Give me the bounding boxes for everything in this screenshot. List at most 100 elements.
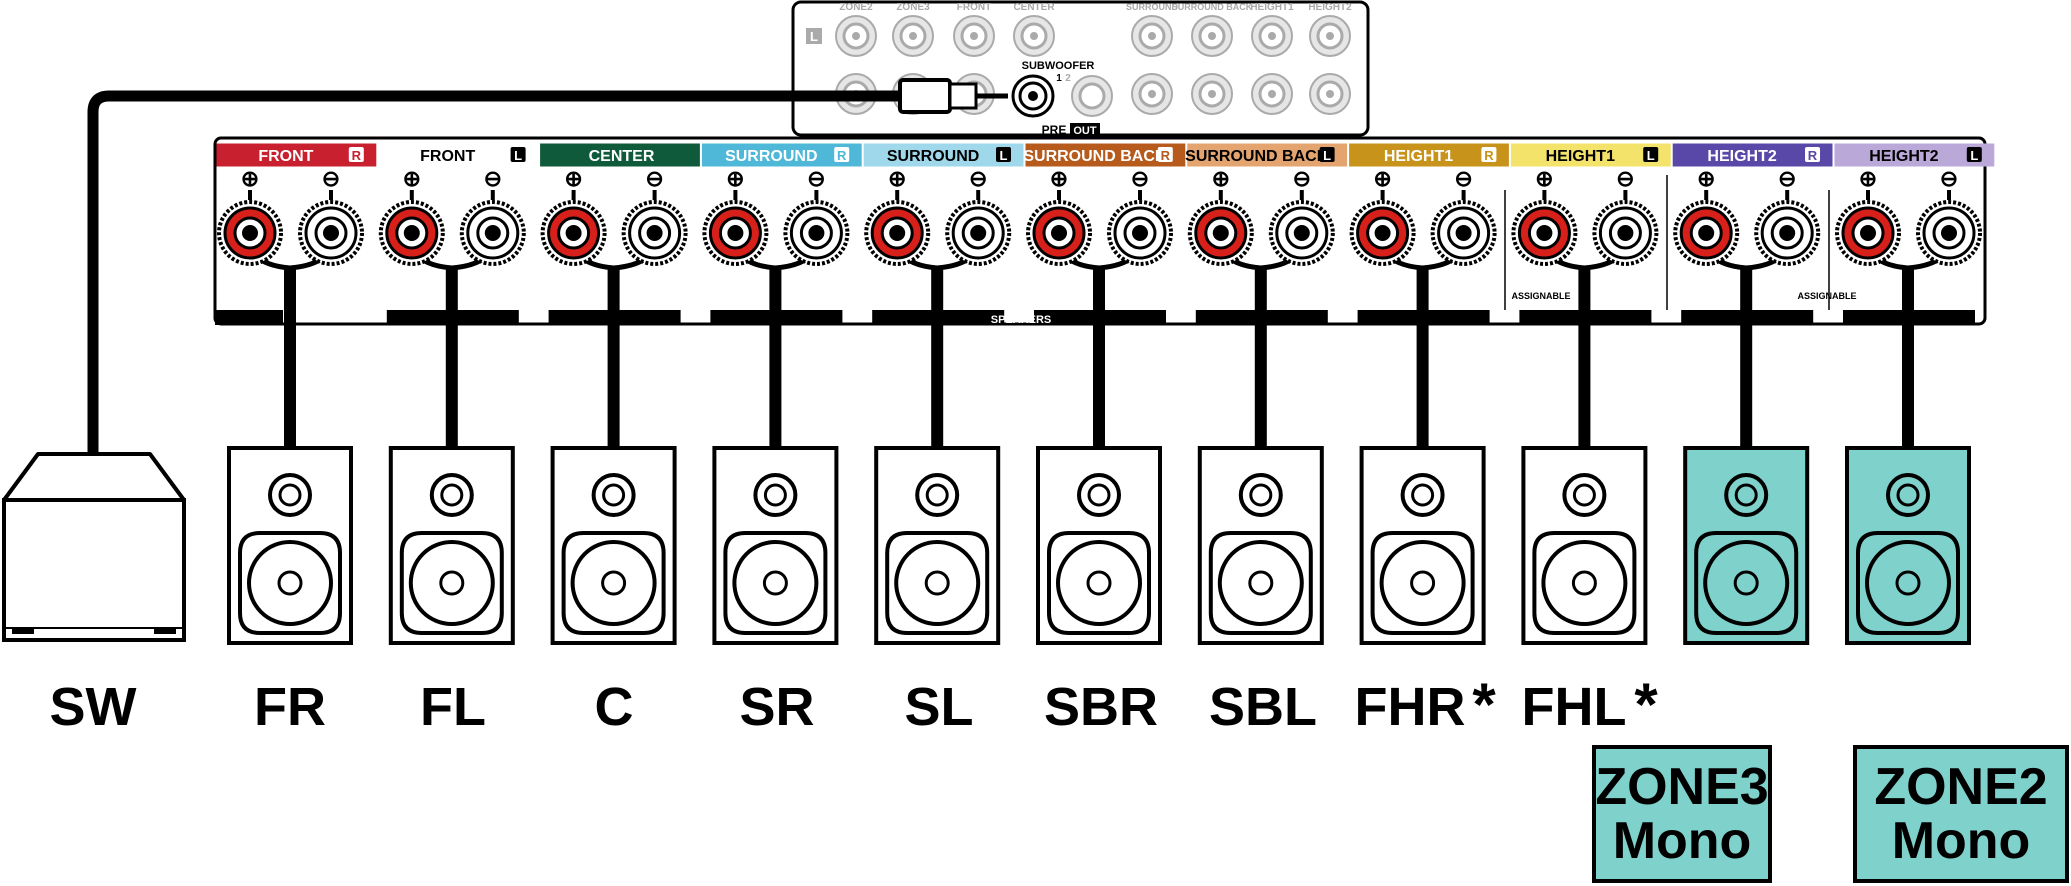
channel-side-badge-surround-back-r: [1157, 147, 1173, 162]
negative-symbol-surround-r: ⊖: [807, 166, 825, 191]
positive-terminal-hole-surround-r: [727, 225, 744, 241]
channel-side-badge-front-l: [510, 147, 526, 162]
speaker-5-cable: [931, 268, 944, 448]
speaker-label-sl: SL: [904, 677, 973, 737]
channel-label-front-r: FRONT: [258, 148, 313, 165]
positive-symbol-height1-r: ⊕: [1373, 166, 1391, 191]
channel-label-bg-front-l: [378, 143, 539, 167]
channel-label-bg-surround-l: [863, 143, 1024, 167]
channel-label-bg-front-r: [216, 143, 377, 167]
negative-symbol-front-l: ⊖: [484, 166, 502, 191]
negative-symbol-height1-r: ⊖: [1454, 166, 1472, 191]
speaker-label-sbl: SBL: [1209, 677, 1317, 737]
pre-out-jack-6-1-pin: [1268, 90, 1276, 98]
positive-symbol-height2-r: ⊕: [1697, 166, 1715, 191]
pre-out-jack-1-0-pin: [909, 32, 917, 40]
out-label: OUT: [1073, 125, 1097, 137]
channel-label-front-l: FRONT: [420, 148, 475, 165]
negative-symbol-height2-r: ⊖: [1778, 166, 1796, 191]
channel-side-badge-height2-r: [1805, 147, 1820, 162]
negative-terminal-hole-height1-l: [1617, 225, 1634, 241]
speaker-1-woofer-cap: [277, 570, 303, 596]
speakers-bottom-bar: [215, 310, 1975, 325]
pre-label: PRE: [1042, 123, 1067, 137]
pre-out-label-center: CENTER: [1013, 2, 1055, 13]
channel-side-surround-l: L: [1000, 148, 1008, 163]
positive-symbol-surround-l: ⊕: [888, 166, 906, 191]
channel-label-bg-surround-r: [701, 143, 862, 167]
positive-terminal-hole-height2-r: [1698, 225, 1715, 241]
negative-terminal-hole-height2-l: [1941, 225, 1957, 241]
negative-terminal-hole-center: [646, 225, 663, 241]
subwoofer-port-2: 2: [1065, 73, 1071, 84]
positive-symbol-height2-l: ⊕: [1859, 166, 1877, 191]
speaker-label-fr: FR: [254, 677, 326, 737]
speaker-label-sw: SW: [50, 677, 137, 737]
channel-label-surround-back-r: SURROUND BACK: [1023, 148, 1167, 165]
pre-out-l-mark: L: [810, 29, 818, 44]
positive-terminal-hole-height2-l: [1860, 225, 1876, 241]
channel-side-badge-height1-r: [1481, 147, 1497, 162]
channel-label-surround-l: SURROUND: [887, 148, 979, 165]
pre-out-label-surround: SURROUND: [1126, 2, 1179, 12]
channel-label-bg-height1-r: [1349, 143, 1509, 167]
positive-symbol-height1-l: ⊕: [1535, 166, 1553, 191]
positive-terminal-hole-surround-l: [889, 225, 906, 241]
speaker-7-tweeter-center: [1249, 483, 1273, 507]
speaker-6-tweeter-center: [1087, 483, 1111, 507]
pre-out-label-zone2: ZONE2: [839, 2, 873, 13]
terminal-posts: ⊕⊖⊕⊖⊕⊖⊕⊖⊕⊖⊕⊖⊕⊖⊕⊖⊕⊖⊕⊖⊕⊖: [217, 166, 1982, 271]
channel-side-height2-r: R: [1808, 148, 1818, 163]
positive-terminal-hole-front-r: [242, 225, 258, 241]
channel-label-surround-r: SURROUND: [725, 148, 817, 165]
speaker-9-cable: [1578, 268, 1591, 448]
speakers-section-label: SPEAKERS: [991, 314, 1052, 326]
pre-out-l-mark-bg: [806, 28, 822, 44]
speaker-4-cable: [769, 268, 782, 448]
speaker-10-tweeter-center: [1734, 483, 1758, 507]
speaker-9-woofer-cap: [1571, 570, 1597, 596]
positive-terminal-hole-surround-back-r: [1051, 225, 1067, 241]
speaker-11-cable: [1902, 268, 1914, 448]
pre-out-jack-4-1-pin: [1148, 90, 1156, 98]
channel-side-badge-surround-back-l: [1319, 147, 1335, 162]
negative-terminal-hole-front-l: [484, 225, 501, 241]
speaker-7-woofer-cap: [1248, 570, 1274, 596]
subwoofer-2-jack-ring: [1078, 82, 1106, 110]
channel-label-bg-surround-back-r: [1025, 143, 1186, 167]
channel-side-height1-l: L: [1647, 148, 1655, 163]
speaker-10-cable: [1740, 268, 1753, 448]
speaker-terminal-panel: FRONT R FRONT L CENTER SURROUND R SURROUND L SURR…: [213, 136, 1995, 326]
speaker-4-tweeter-center: [763, 483, 787, 507]
negative-terminal-hole-height2-r: [1779, 225, 1796, 241]
subwoofer-cable-line: [87, 90, 900, 455]
channel-label-height1-r: HEIGHT1: [1384, 148, 1453, 165]
subwoofer-port-1: 1: [1056, 73, 1062, 84]
speaker-5-woofer-cap: [924, 570, 950, 596]
channel-side-front-r: R: [352, 148, 362, 163]
channel-side-badge-height2-l: [1966, 147, 1982, 162]
channel-label-center: CENTER: [589, 148, 655, 165]
positive-symbol-surround-r: ⊕: [726, 166, 744, 191]
zone2-line2: Mono: [1891, 812, 2031, 870]
pre-out-jack-0-0-pin: [852, 32, 860, 40]
channel-side-front-l: L: [514, 148, 522, 163]
pre-out-jack-6-0-pin: [1268, 32, 1276, 40]
channel-label-bg-center: [540, 143, 700, 167]
speaker-6-woofer-cap: [1086, 570, 1112, 596]
subwoofer-box-front: [2, 498, 186, 642]
channel-label-surround-back-l: SURROUND BACK: [1185, 148, 1329, 165]
pre-out-jack-3-0-pin: [1030, 32, 1038, 40]
speaker-1-tweeter-center: [278, 483, 302, 507]
speaker-label-fhr: FHR: [1355, 677, 1466, 737]
subwoofer-label: SUBWOOFER: [1022, 60, 1095, 72]
channel-label-bg-surround-back-l: [1187, 143, 1348, 167]
asterisk-fhr: *: [1472, 671, 1496, 738]
negative-terminal-hole-front-r: [323, 225, 339, 241]
speaker-label-fl: FL: [420, 677, 486, 737]
pre-out-label-front: FRONT: [957, 2, 991, 13]
subwoofer-jack-inner: [1028, 91, 1038, 101]
pre-out-jack-4-0-pin: [1148, 32, 1156, 40]
speaker-label-c: C: [595, 677, 634, 737]
negative-symbol-front-r: ⊖: [322, 166, 340, 191]
